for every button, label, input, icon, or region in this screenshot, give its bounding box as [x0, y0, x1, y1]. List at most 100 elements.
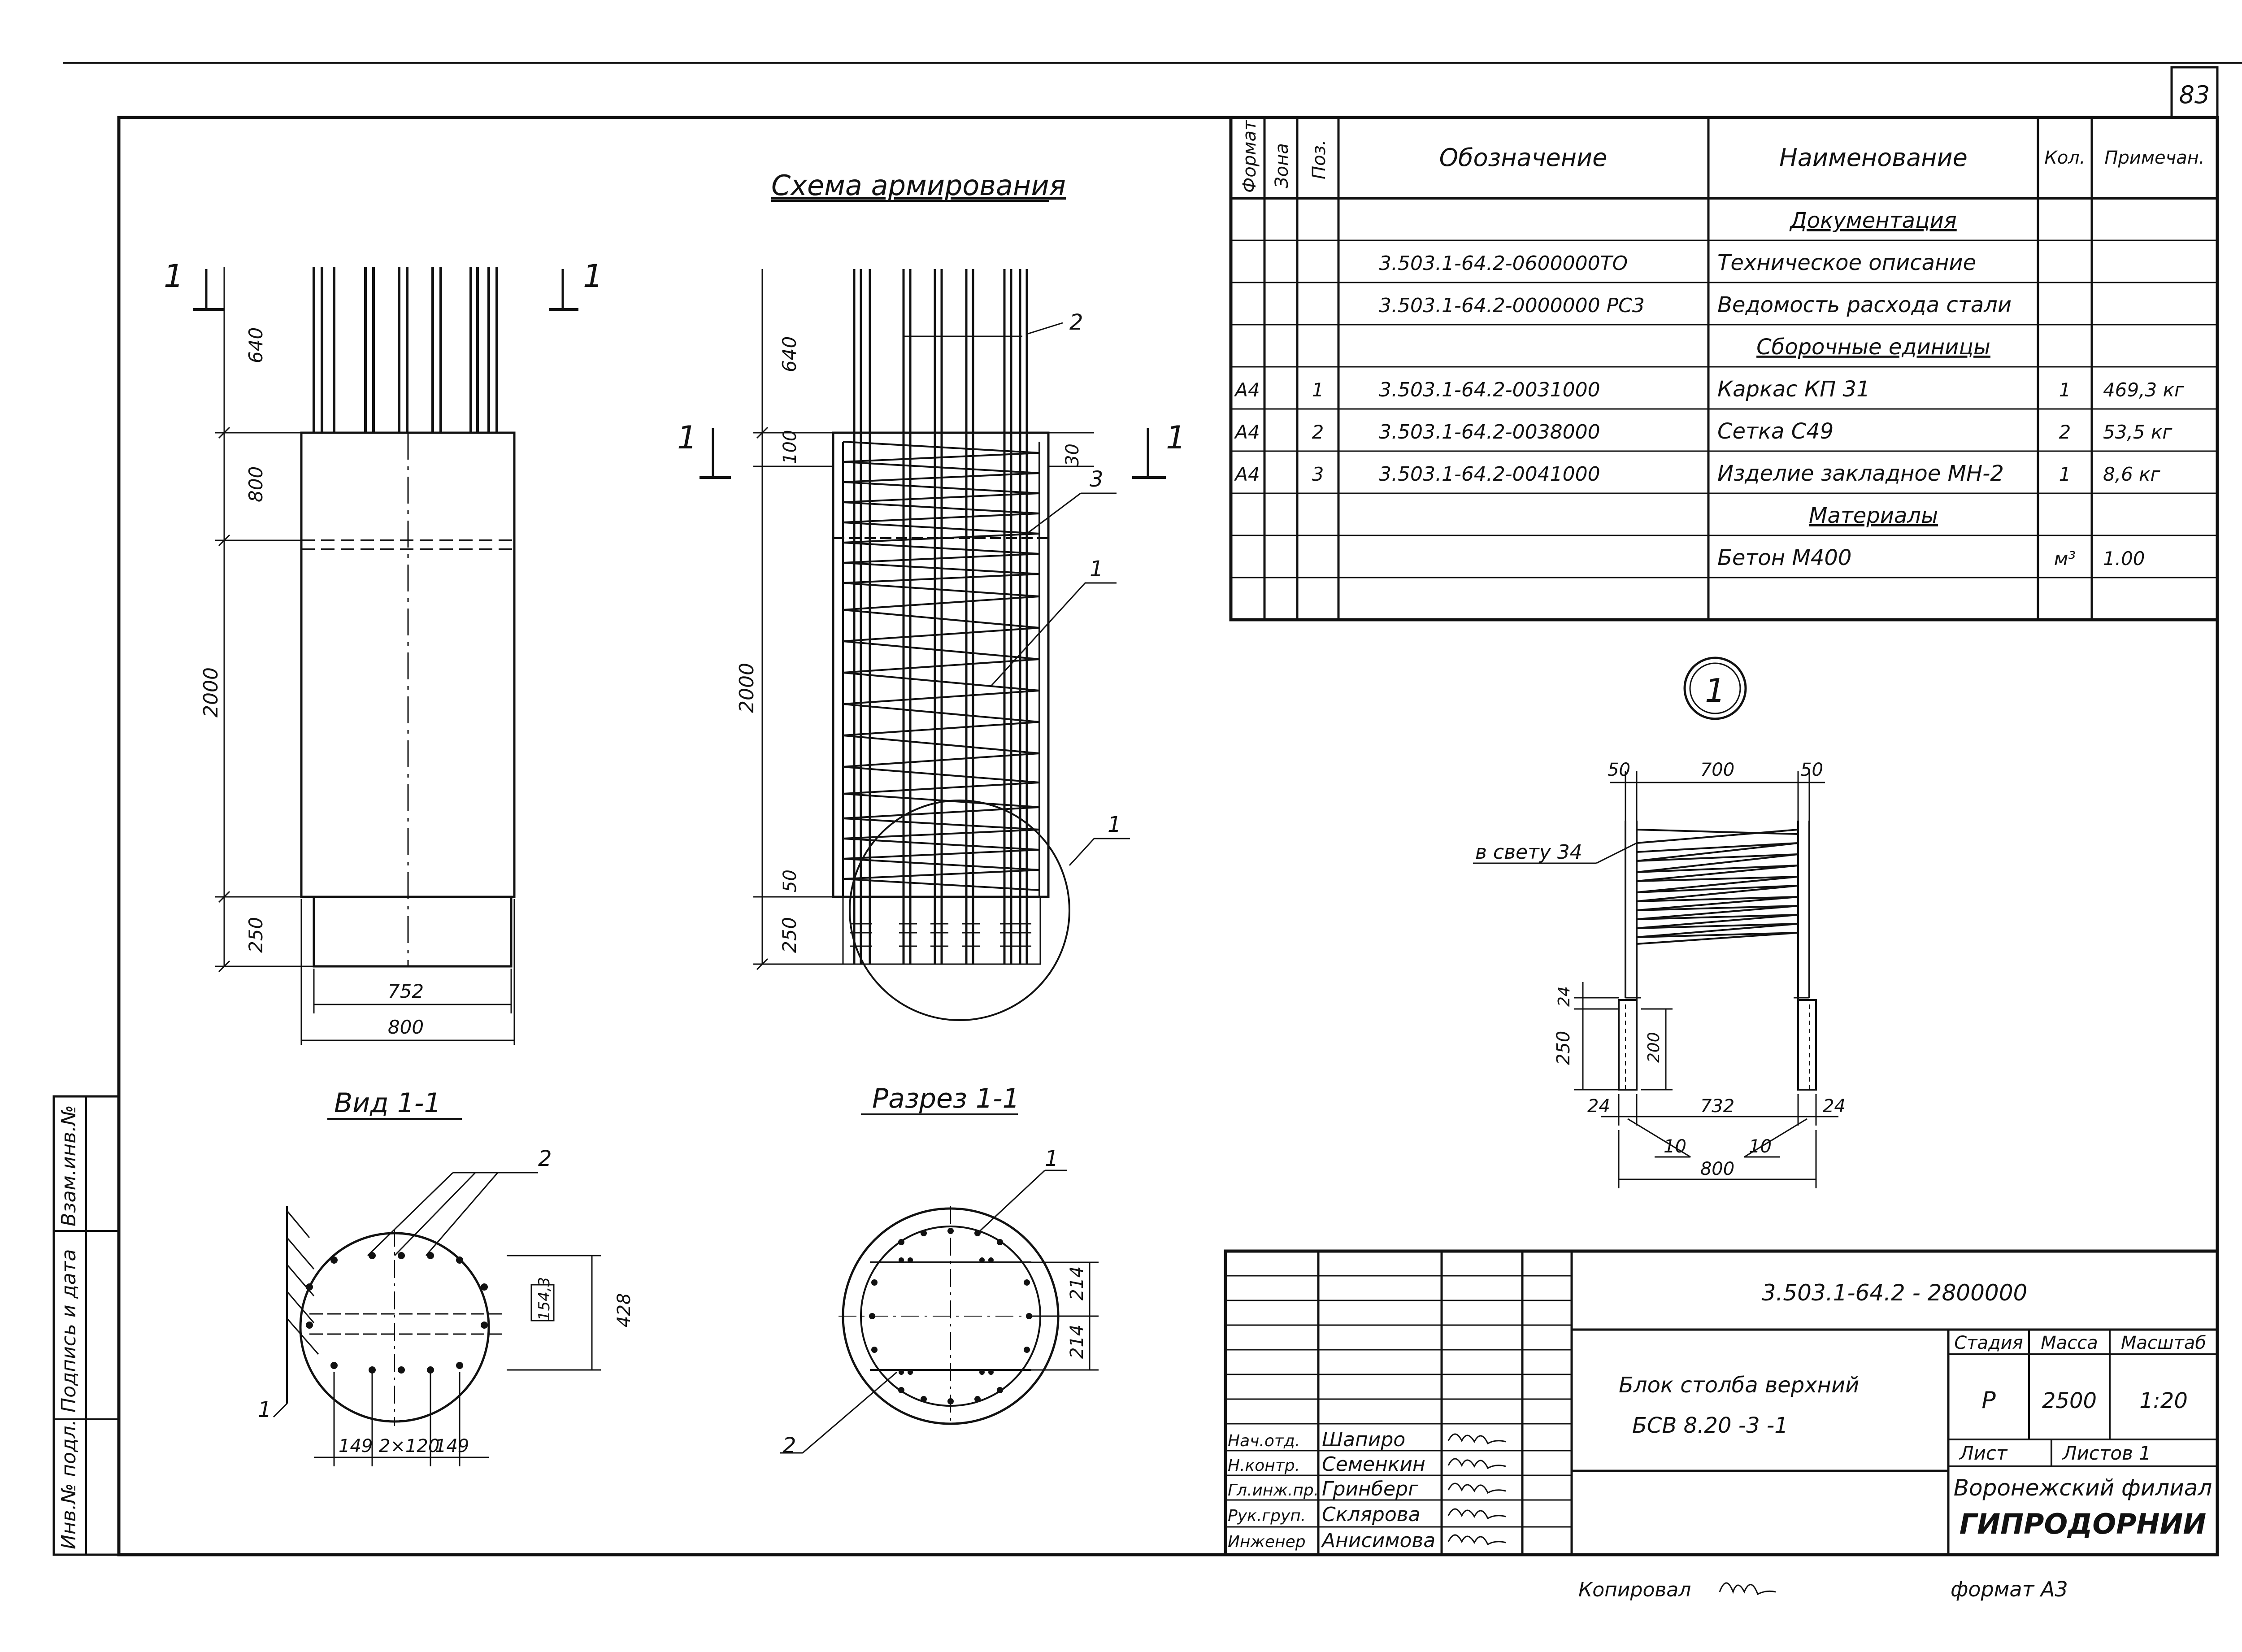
stamp-person-role: Нач.отд.	[1228, 1432, 1300, 1450]
stamp-person-name: Анисимова	[1321, 1529, 1435, 1552]
spec-header-zone: Зона	[1272, 143, 1292, 188]
scheme-dim-50: 50	[780, 869, 800, 892]
spec-cell-name: Материалы	[1809, 503, 1938, 528]
title-block: 3.503.1-64.2 - 2800000 Блок столба верхн…	[1224, 1249, 2219, 1556]
node-dim-800: 800	[1700, 1159, 1734, 1179]
node-mark-number: 1	[1705, 672, 1725, 709]
stamp-person-role: Инженер	[1228, 1533, 1306, 1551]
scheme-dim-30: 30	[1062, 443, 1083, 466]
stamp-stage-value: Р	[1981, 1387, 1996, 1414]
view-1-1-dim-154: 154,3	[535, 1277, 553, 1321]
node-dim-50-right: 50	[1800, 760, 1823, 780]
stamp-signature	[1447, 1482, 1506, 1494]
side-label-inv: Инв.№ подл.	[57, 1419, 80, 1549]
stamp-stage-header: Стадия	[1954, 1333, 2023, 1353]
node-dim-50-left: 50	[1608, 760, 1630, 780]
stamp-org-line1: Воронежский филиал	[1954, 1475, 2212, 1501]
node-dim-24-vert: 24	[1555, 986, 1573, 1007]
spec-cell-format: А4	[1234, 463, 1260, 485]
stamp-title-line1: Блок столба верхний	[1619, 1373, 1859, 1398]
section-mark-right: 1	[583, 258, 603, 295]
section-1-1-dim-214-bottom: 214	[1067, 1325, 1087, 1359]
spec-cell-qty: 1	[2059, 379, 2071, 401]
node-dim-clear: в свету 34	[1475, 841, 1582, 864]
stamp-person-name: Семенкин	[1322, 1453, 1425, 1476]
spec-cell-format: А4	[1234, 379, 1260, 401]
spec-cell-note: 8,6 кг	[2103, 463, 2161, 485]
front-dim-250: 250	[245, 917, 267, 953]
view-1-1-dim-149-right: 149	[435, 1436, 469, 1456]
specification-table: Формат Зона Поз. Обозначение Наименовани…	[1229, 116, 2219, 622]
node-detail-circle	[849, 800, 1070, 1021]
section-1-1-title: Разрез 1-1	[872, 1083, 1020, 1114]
spec-cell-name: Сборочные единицы	[1756, 335, 1990, 360]
node-dim-24-left: 24	[1587, 1096, 1610, 1117]
stamp-sheet-header: Лист	[1959, 1442, 2008, 1464]
spec-cell-designation: 3.503.1-64.2-0600000ТО	[1379, 252, 1628, 275]
spec-cell-note: 469,3 кг	[2103, 379, 2185, 401]
spec-header-designation: Обозначение	[1439, 143, 1608, 172]
view-1-1-dim-2x120: 2×120	[379, 1436, 439, 1456]
spec-cell-designation: 3.503.1-64.2-0000000 РС3	[1379, 294, 1645, 317]
front-dim-800: 800	[388, 1016, 424, 1038]
stamp-signature	[1447, 1458, 1506, 1469]
view-1-1-pos-2: 2	[538, 1146, 552, 1171]
spec-cell-qty: м³	[2054, 548, 2076, 570]
spec-cell-designation: 3.503.1-64.2-0031000	[1379, 378, 1600, 401]
spec-header-format: Формат	[1239, 119, 1260, 193]
node-dim-10-left: 10	[1664, 1136, 1686, 1157]
section-1-1-dim-214-top: 214	[1067, 1266, 1087, 1300]
scheme-pos-1b: 1	[1108, 812, 1121, 837]
section-1-1-pos-2: 2	[782, 1433, 796, 1458]
front-dim-800-top: 800	[245, 466, 267, 502]
spec-header-name: Наименование	[1779, 143, 1968, 172]
stamp-signature	[1447, 1433, 1506, 1445]
spec-cell-name: Документация	[1789, 208, 1957, 233]
stamp-person-role: Гл.инж.пр.	[1228, 1481, 1319, 1500]
stamp-person-name: Шапиро	[1322, 1428, 1405, 1451]
side-strip: Инв.№ подл. Подпись и дата Взам.инв.№	[52, 1095, 120, 1556]
scheme-section-mark-right: 1	[1166, 419, 1186, 456]
stamp-person-name: Гринберг	[1322, 1478, 1419, 1500]
spec-cell-note: 1.00	[2103, 548, 2145, 570]
spec-cell-name: Ведомость расхода стали	[1717, 292, 2012, 317]
stamp-org-line2: ГИПРОДОРНИИ	[1960, 1508, 2206, 1540]
view-1-1-pos-1: 1	[258, 1397, 272, 1422]
stamp-person-role: Н.контр.	[1228, 1456, 1300, 1475]
stamp-person-name: Склярова	[1322, 1503, 1421, 1526]
front-dim-2000: 2000	[200, 667, 222, 717]
node-dim-200: 200	[1645, 1032, 1663, 1063]
node-dim-700: 700	[1700, 760, 1734, 780]
stamp-title-line2: БСВ 8.20 -3 -1	[1632, 1413, 1788, 1438]
node-dim-250: 250	[1553, 1031, 1574, 1065]
stamp-signature	[1447, 1534, 1506, 1546]
copied-label: Копировал	[1578, 1578, 1691, 1601]
copied-signature	[1719, 1582, 1776, 1595]
spec-cell-name: Изделие закладное МН-2	[1717, 461, 2004, 486]
spec-cell-designation: 3.503.1-64.2-0038000	[1379, 421, 1600, 443]
reinforcement-scheme: Схема армирования 1 1	[677, 169, 1186, 1021]
spec-cell-name: Техническое описание	[1717, 250, 1976, 275]
side-label-replace: Взам.инв.№	[57, 1105, 80, 1226]
spec-cell-format: А4	[1234, 421, 1260, 443]
spec-cell-pos: 1	[1312, 379, 1324, 401]
node-dim-24-right: 24	[1823, 1096, 1846, 1117]
scheme-dim-2000: 2000	[735, 663, 758, 713]
front-view: 1 1 640 800 2000 2	[164, 258, 603, 1045]
section-1-1: Разрез 1-1 1 2 214 214	[780, 1083, 1099, 1458]
spec-rows: Документация 3.503.1-64.2-0600000ТО Технич…	[1234, 208, 2185, 570]
spec-cell-pos: 3	[1312, 463, 1324, 485]
spec-header-qty: Кол.	[2044, 148, 2085, 168]
spec-header-pos: Поз.	[1309, 139, 1330, 179]
spec-cell-name: Бетон М400	[1717, 545, 1851, 570]
stamp-mass-value: 2500	[2042, 1388, 2097, 1413]
spec-header-note: Примечан.	[2104, 148, 2204, 168]
stamp-sheets-header: Листов 1	[2062, 1442, 2151, 1464]
spec-cell-name: Каркас КП 31	[1717, 377, 1870, 402]
scheme-dim-250: 250	[778, 917, 800, 953]
scheme-dim-100: 100	[780, 430, 800, 464]
stamp-person-role: Рук.груп.	[1228, 1507, 1306, 1525]
spec-cell-name: Сетка С49	[1717, 419, 1834, 444]
section-1-1-pos-1: 1	[1045, 1146, 1059, 1171]
